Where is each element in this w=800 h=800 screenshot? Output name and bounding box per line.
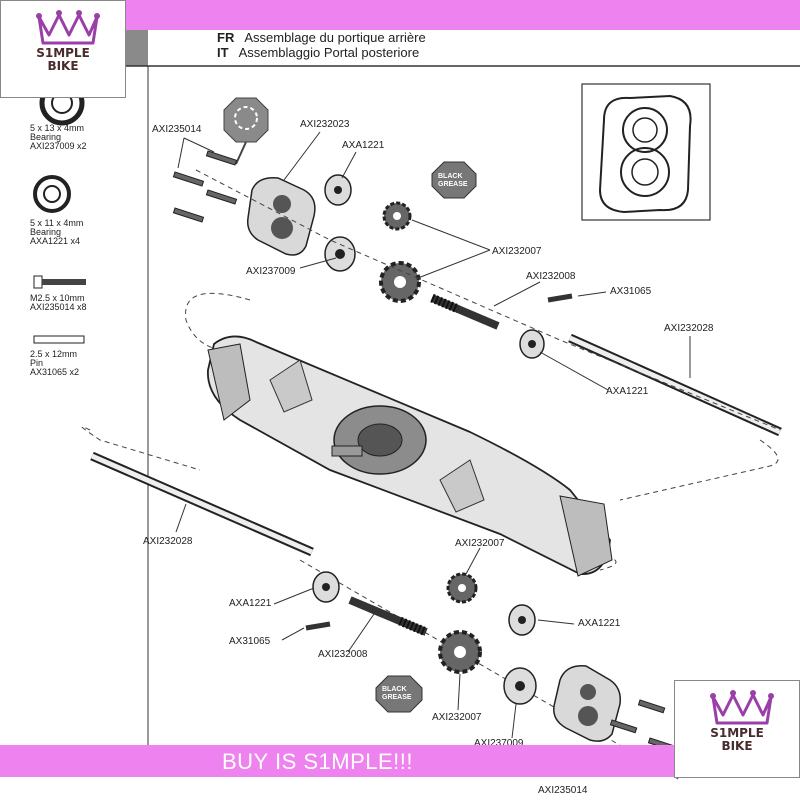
legend-part: AX31065 x2 (30, 367, 80, 377)
label-axi232023: AXI232023 (300, 119, 350, 130)
header-it-code: IT (217, 45, 229, 60)
legend-kind: Pin (30, 358, 44, 368)
assembly-hint-icon (223, 97, 269, 165)
label-axa1221-right: AXA1221 (578, 618, 621, 629)
label-axi232008-bottom: AXI232008 (318, 649, 368, 660)
label-axi232028-left: AXI232028 (143, 536, 193, 547)
header-fr-code: FR (217, 30, 235, 45)
legend-kind: Bearing (30, 132, 62, 142)
legend-screw: M2.5 x 10mm AXI235014 x8 (30, 294, 87, 312)
top-banner-strip (0, 0, 800, 30)
label-axi232007-bottom: AXI232007 (432, 712, 482, 723)
label-axi232007-mid: AXI232007 (455, 538, 505, 549)
gear-small-top (382, 201, 412, 231)
label-axa1221-mid: AXA1221 (606, 386, 649, 397)
label-axi235014-top: AXI235014 (152, 124, 202, 135)
crown-icon (36, 10, 100, 45)
label-axa1221-top: AXA1221 (342, 140, 385, 151)
legend-spec: 5 x 13 x 4mm (30, 123, 85, 133)
logo-line-2: BIKE (47, 59, 79, 73)
portal-cover-bottom (553, 665, 622, 742)
black-grease-tag-top (431, 161, 477, 199)
axle-housing (207, 335, 613, 577)
pin-top (547, 293, 573, 303)
header-title-fr: FR Assemblage du portique arrière (217, 30, 426, 45)
bearing-top-1 (324, 174, 352, 206)
bearing-bottom-2 (508, 604, 536, 636)
bearing-bottom-3 (503, 667, 537, 705)
axle-shaft-left (90, 451, 314, 557)
logo-line-1: S1MPLE (710, 726, 764, 740)
label-axi232008-top: AXI232008 (526, 271, 576, 282)
pin-icon (33, 335, 85, 344)
legend-kind: Bearing (30, 227, 62, 237)
label-ax31065-top: AX31065 (610, 286, 652, 297)
label-ax31065-bottom: AX31065 (229, 636, 271, 647)
legend-part: AXI237009 x2 (30, 141, 87, 151)
legend-spec: 2.5 x 12mm (30, 349, 78, 359)
black-grease-tag-bottom (375, 675, 423, 713)
legend-part: AXA1221 x4 (30, 236, 81, 246)
logo-line-2: BIKE (721, 739, 753, 753)
label-axi232028-right: AXI232028 (664, 323, 714, 334)
bottom-banner[interactable]: BUY IS S1MPLE!!! (0, 745, 800, 777)
brand-logo-top: S1MPLE BIKE (0, 0, 126, 98)
axle-shaft-right (568, 333, 782, 437)
header-title-it: IT Assemblaggio Portal posteriore (217, 45, 419, 60)
grease-line-1: BLACK (382, 686, 407, 693)
pin-bottom (305, 621, 331, 631)
header-fr-text: Assemblage du portique arrière (244, 30, 426, 45)
legend-part: AXI235014 x8 (30, 302, 87, 312)
gear-small-bottom (446, 572, 478, 604)
grease-line-2: GREASE (438, 181, 468, 188)
gear-large-top (379, 261, 421, 303)
label-axa1221-left: AXA1221 (229, 598, 272, 609)
legend-bearing-small: 5 x 11 x 4mm Bearing AXA1221 x4 (30, 219, 83, 246)
bearing-small-icon (33, 175, 71, 213)
cover-detail-inset (581, 83, 711, 221)
banner-text: BUY IS S1MPLE!!! (222, 749, 414, 774)
label-axi235014-bottom: AXI235014 (538, 785, 588, 796)
crown-icon (710, 690, 774, 725)
bearing-top-2 (324, 236, 356, 272)
callout-leaders (175, 131, 691, 739)
stub-shaft-bottom (348, 596, 428, 637)
brand-logo-bottom: S1MPLE BIKE (674, 680, 800, 778)
legend-spec: M2.5 x 10mm (30, 293, 85, 303)
grease-label-top: BLACK GREASE (438, 173, 468, 189)
bearing-bottom-1 (312, 571, 340, 603)
label-axi237009-bottom: AXI237009 (474, 738, 524, 749)
legend-spec: 5 x 11 x 4mm (30, 218, 84, 228)
stub-shaft-top (430, 293, 500, 330)
label-axi237009-top: AXI237009 (246, 266, 296, 277)
header-tab (126, 30, 148, 66)
header-it-text: Assemblaggio Portal posteriore (238, 45, 420, 60)
bearing-mid (519, 329, 545, 359)
gear-large-bottom (438, 630, 482, 674)
screw-icon (33, 275, 86, 289)
grease-line-1: BLACK (438, 173, 463, 180)
legend-bearing-large: 5 x 13 x 4mm Bearing AXI237009 x2 (30, 124, 87, 151)
top-screws (172, 150, 238, 223)
grease-line-2: GREASE (382, 694, 412, 701)
portal-cover-top (246, 177, 316, 256)
legend-pin: 2.5 x 12mm Pin AX31065 x2 (30, 350, 79, 377)
label-axi232007-top: AXI232007 (492, 246, 542, 257)
grease-label-bottom: BLACK GREASE (382, 686, 412, 702)
logo-line-1: S1MPLE (36, 46, 90, 60)
